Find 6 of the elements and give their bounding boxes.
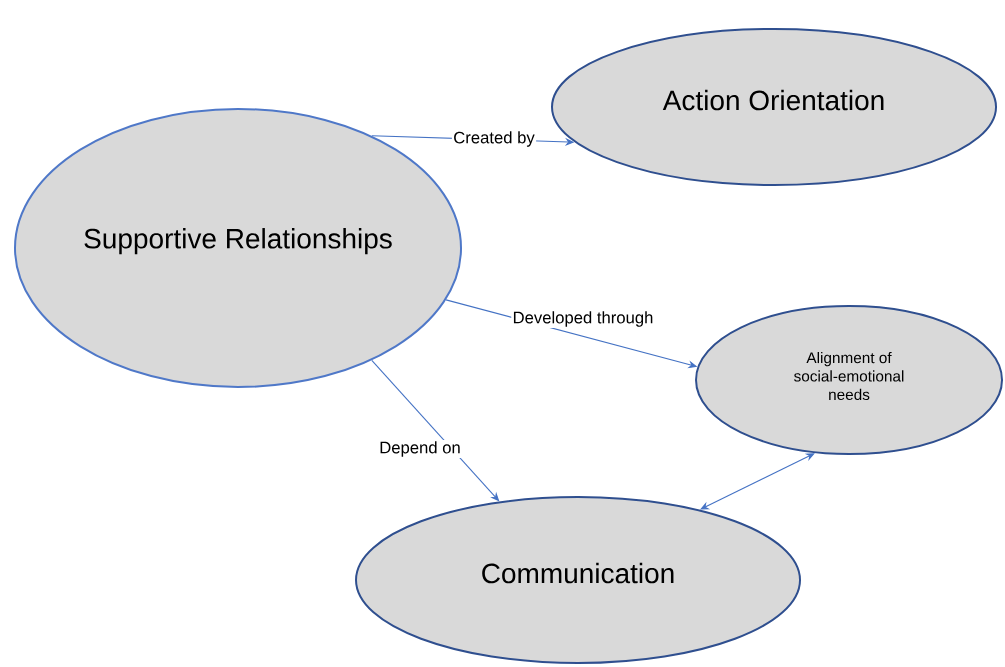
ellipse-node: Communication: [355, 496, 801, 664]
ellipse-node: Alignment of social-emotional needs: [695, 305, 1003, 455]
edge-label: Developed through: [511, 309, 655, 329]
edge-label: Created by: [451, 129, 537, 149]
edge-label: Depend on: [377, 439, 463, 459]
ellipse-node: Action Orientation: [551, 28, 997, 186]
